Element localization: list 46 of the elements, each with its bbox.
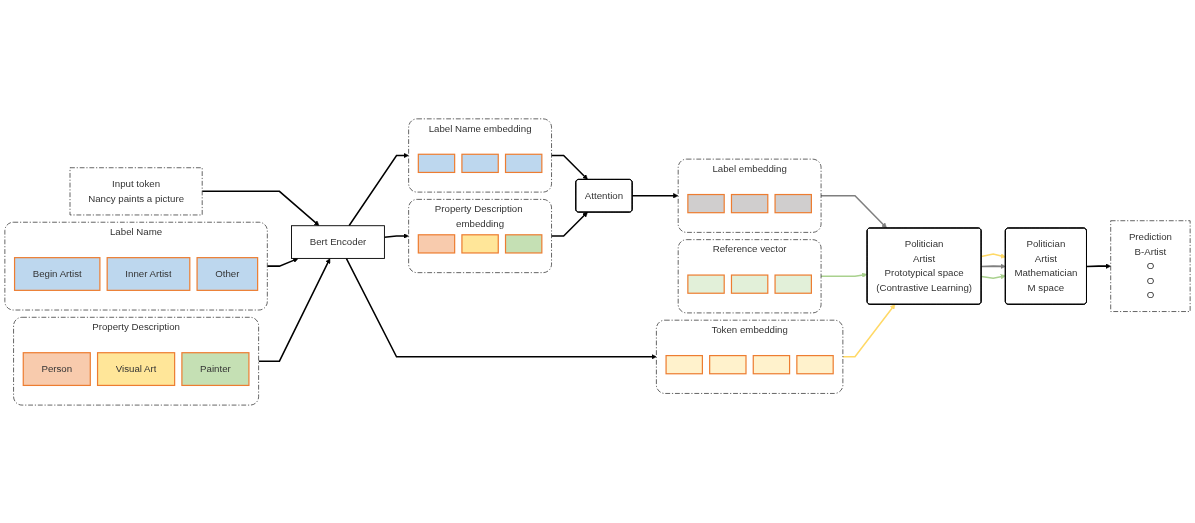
node-bar [752, 354, 791, 374]
arrow [550, 154, 588, 180]
arrow [980, 273, 1006, 279]
node-bar [774, 274, 812, 294]
cluster: Label embedding [677, 158, 822, 233]
arrow [266, 257, 299, 267]
node-bar [796, 354, 834, 374]
node-bar [504, 233, 543, 254]
node-box: Painter [181, 351, 250, 386]
node-box: Person [22, 351, 91, 386]
arrow [383, 232, 409, 239]
cluster: Property Description embedding [408, 198, 552, 273]
node-bar [730, 193, 769, 213]
arrow [348, 152, 409, 226]
cluster: Label Name embedding [408, 118, 552, 192]
node-bar [709, 354, 747, 374]
node-box: Bert Encoder [291, 224, 385, 259]
node-bar [687, 193, 725, 213]
arrow [631, 192, 679, 198]
node-bar [417, 233, 456, 254]
arrow [820, 272, 868, 278]
node-box: Visual Art [96, 351, 176, 386]
node-box: Other [196, 256, 259, 291]
node-bar [774, 193, 812, 213]
node-bar [504, 153, 543, 173]
node-box: Inner Artist [106, 256, 191, 291]
node-bar [687, 274, 725, 294]
arrow [980, 263, 1006, 269]
node-bar [417, 153, 456, 173]
arrow [550, 211, 588, 237]
arrow [980, 252, 1006, 259]
node-bar [461, 233, 499, 254]
arrow [201, 190, 320, 226]
node-bar [730, 274, 769, 294]
arrow [1086, 263, 1111, 269]
arrow [842, 303, 896, 358]
node-box: Begin Artist [13, 256, 101, 291]
node-box: Prediction B-Artist O O O [1110, 219, 1191, 312]
arrow [345, 257, 657, 359]
node-bar [461, 153, 499, 173]
node-box: Input token Nancy paints a picture [69, 166, 203, 215]
arrow [257, 257, 331, 362]
arrow [820, 194, 887, 228]
node-bar [665, 354, 703, 374]
cluster: Reference vector [677, 238, 822, 313]
cluster: Token embedding [656, 319, 844, 394]
